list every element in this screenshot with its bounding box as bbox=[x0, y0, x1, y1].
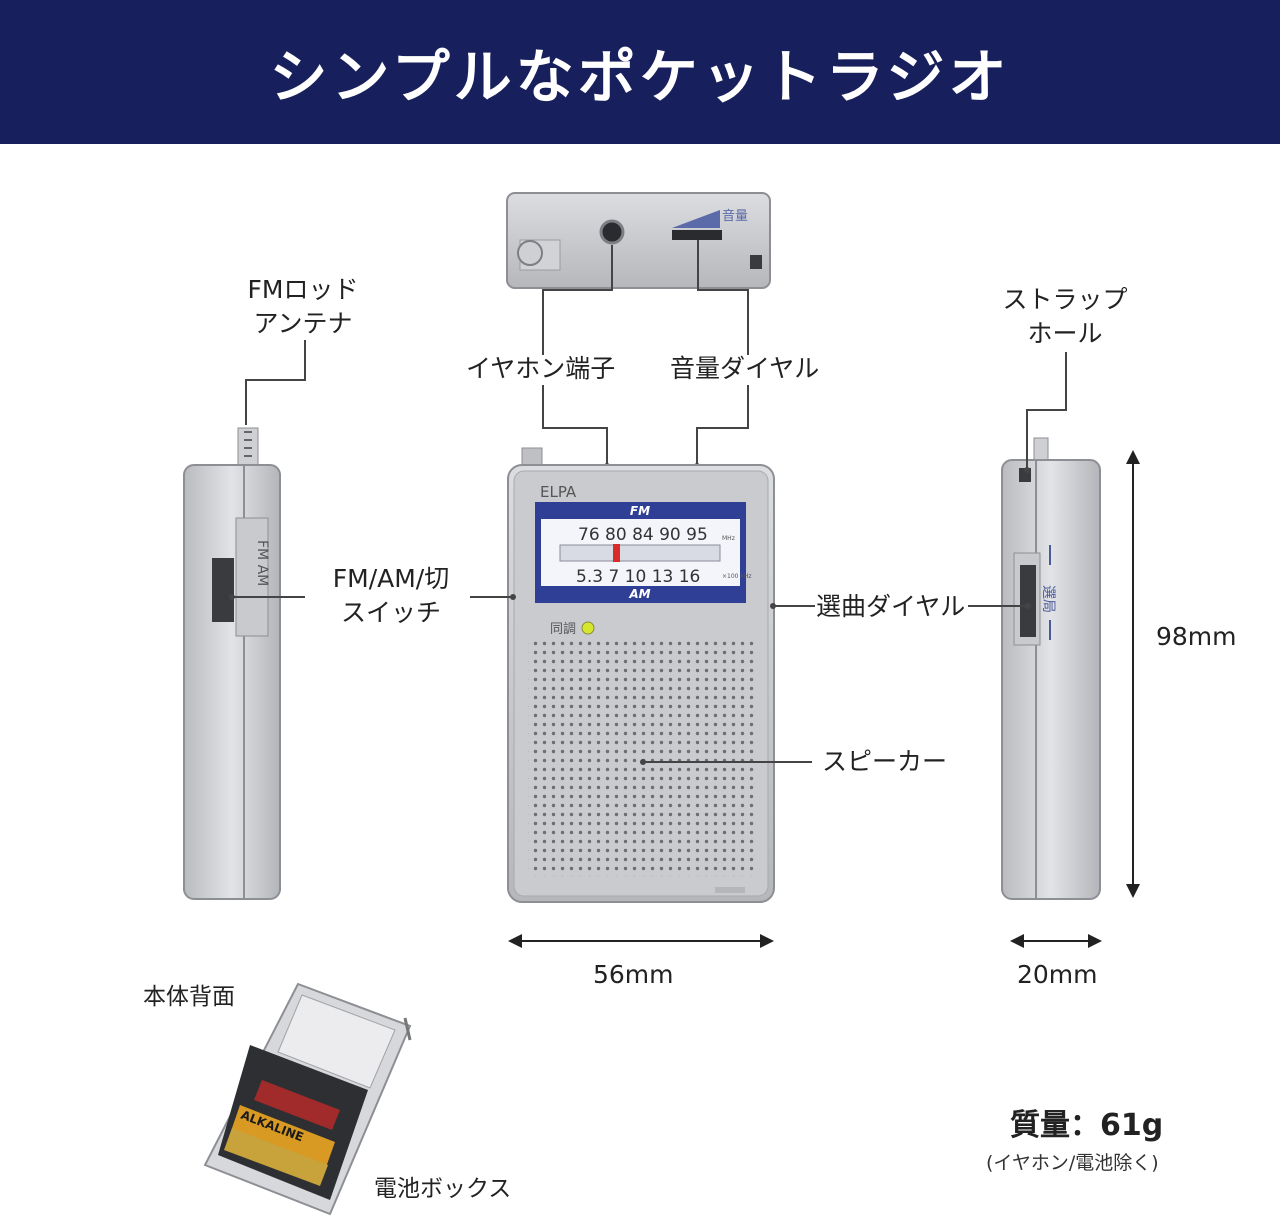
battery-box-view: ALKALINE bbox=[203, 982, 412, 1216]
strap-hole-label-line1: ストラップ bbox=[1002, 285, 1128, 314]
mass-text: 質量：61g bbox=[1010, 1108, 1164, 1143]
mass-note: (イヤホン/電池除く) bbox=[986, 1152, 1159, 1174]
earphone-jack-label: イヤホン端子 bbox=[466, 354, 616, 383]
svg-text:×100 kHz: ×100 kHz bbox=[722, 573, 752, 580]
volume-wheel-icon bbox=[672, 230, 722, 240]
height-dimension: 98mm bbox=[1156, 622, 1237, 651]
antenna-label-line2: アンテナ bbox=[253, 309, 353, 338]
svg-text:選局: 選局 bbox=[1040, 585, 1056, 613]
width-dimension: 56mm bbox=[593, 960, 674, 989]
leader-lines-top bbox=[542, 240, 749, 465]
dimension-arrows bbox=[508, 450, 1140, 948]
page-title: シンプルなポケットラジオ bbox=[269, 43, 1011, 111]
svg-text:ELPA: ELPA bbox=[540, 483, 577, 501]
band-switch-label-line2: スイッチ bbox=[340, 598, 441, 627]
antenna-label: FMロッド アンテナ bbox=[228, 273, 378, 341]
tune-indicator-led-icon bbox=[581, 621, 595, 635]
strap-leader bbox=[1026, 352, 1067, 470]
svg-text:FM: FM bbox=[630, 504, 650, 518]
right-side-view: 選局 bbox=[1001, 437, 1101, 900]
speaker-label: スピーカー bbox=[822, 747, 948, 776]
svg-text:音量: 音量 bbox=[722, 208, 748, 224]
tuning-needle-icon bbox=[613, 544, 620, 562]
front-view: ELPA FM AM 76 80 84 90 95 MHz 5.3 7 10 1… bbox=[507, 447, 775, 903]
antenna-label-line1: FMロッド bbox=[247, 275, 359, 304]
earphone-jack-icon bbox=[599, 219, 625, 245]
svg-text:同調: 同調 bbox=[550, 622, 576, 637]
svg-text:5.3 7 10 13 16: 5.3 7 10 13 16 bbox=[576, 567, 700, 587]
svg-text:AM: AM bbox=[628, 587, 650, 601]
svg-text:FM AM: FM AM bbox=[254, 540, 270, 586]
strap-hole-label: ストラップ ホール bbox=[985, 283, 1145, 351]
svg-text:76 80 84 90 95: 76 80 84 90 95 bbox=[578, 525, 708, 545]
band-switch-label-line1: FM/AM/切 bbox=[332, 564, 450, 593]
title-banner: シンプルなポケットラジオ bbox=[0, 0, 1280, 144]
back-view-label: 本体背面 bbox=[143, 984, 235, 1010]
antenna-base-icon bbox=[517, 240, 543, 266]
tuning-wheel-icon bbox=[1020, 565, 1036, 637]
battery-box-label: 電池ボックス bbox=[374, 1176, 512, 1202]
volume-dial-label: 音量ダイヤル bbox=[670, 354, 820, 383]
volume-wedge-icon bbox=[672, 210, 720, 228]
band-switch-knob-icon bbox=[212, 558, 234, 622]
top-view: 音量 bbox=[506, 192, 771, 289]
depth-dimension: 20mm bbox=[1017, 960, 1098, 989]
tuning-dial-label: 選曲ダイヤル bbox=[816, 592, 966, 621]
speaker-grille bbox=[528, 640, 756, 876]
band-switch-label: FM/AM/切 スイッチ bbox=[306, 562, 476, 630]
svg-text:MHz: MHz bbox=[722, 535, 735, 542]
antenna-leader bbox=[245, 340, 306, 425]
strap-hole-label-line2: ホール bbox=[1027, 319, 1103, 348]
left-side-view: FM AM bbox=[183, 427, 281, 900]
